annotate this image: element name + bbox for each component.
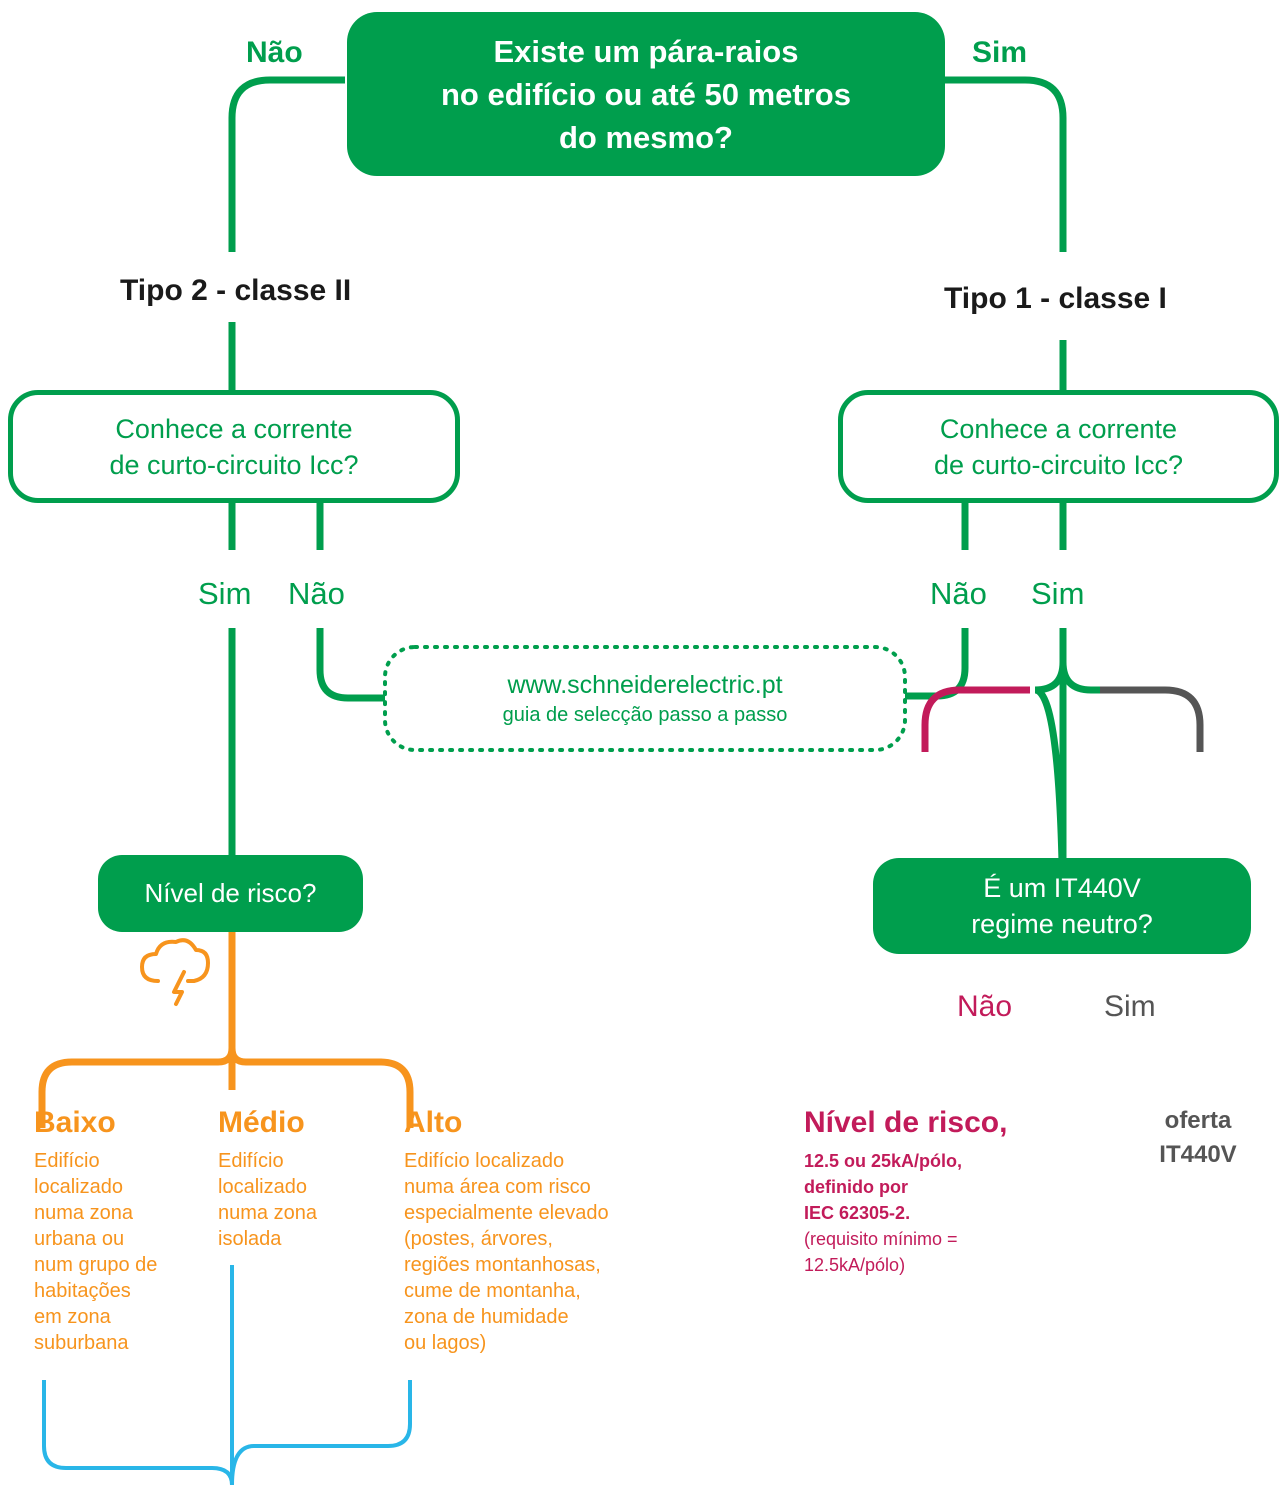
connector-blue-right [230,1380,412,1485]
connector-right-to-web [905,628,969,700]
connector-it-right [1059,661,1100,694]
risk-high: Alto Edifício localizado numa área com r… [404,1104,664,1356]
it-no-label: Não [957,990,1013,1023]
it-yes-label: Sim [1104,990,1156,1023]
right-no-label: Não [930,576,987,611]
website-box-border [383,645,907,752]
lightning-rod-question: Existe um pára-raios no edifício ou até … [347,12,945,176]
risk-result-note: (requisito mínimo = 12.5kA/pólo) [804,1229,958,1275]
left-icc-question-text: Conhece a corrente de curto-circuito Icc… [109,413,359,480]
right-yes-label: Sim [1031,576,1085,611]
risk-level-question: Nível de risco? [98,855,363,932]
top-yes-label: Sim [972,36,1028,69]
risk-medium: Médio Edifício localizado numa zona isol… [218,1104,378,1252]
connector-it-yes [1100,686,1204,752]
connector-top-right [945,76,1067,252]
left-yes-label: Sim [198,576,252,611]
right-icc-question: Conhece a corrente de curto-circuito Icc… [838,390,1279,503]
type-1-label: Tipo 1 - classe I [944,282,1167,315]
risk-result: Nível de risco, 12.5 ou 25kA/pólo, defin… [804,1104,1064,1278]
right-icc-question-text: Conhece a corrente de curto-circuito Icc… [933,413,1184,480]
type-2-label: Tipo 2 - classe II [120,274,352,307]
risk-low-description: Edifício localizado numa zona urbana ou … [34,1150,158,1354]
connector-risk-right [228,1047,414,1128]
connector-left-to-web [316,628,385,702]
risk-medium-description: Edifício localizado numa zona isolada [218,1150,317,1250]
website-link[interactable]: www.schneiderelectric.pt [507,670,783,699]
it440v-offer: oferta IT440V [1159,1107,1237,1168]
risk-high-label: Alto [404,1106,463,1139]
lightning-rod-question-text: Existe um pára-raios no edifício ou até … [441,33,851,155]
left-no-label: Não [288,576,345,611]
top-no-label: Não [246,36,303,69]
it440v-question: É um IT440V regime neutro? [873,858,1251,954]
risk-high-description: Edifício localizado numa área com risco … [404,1150,609,1354]
risk-low: Baixo Edifício localizado numa zona urba… [34,1104,204,1356]
connector-top-left [228,76,345,252]
risk-low-label: Baixo [34,1106,116,1139]
risk-level-question-text: Nível de risco? [144,878,317,908]
website-box: www.schneiderelectric.pt guia de selecçã… [385,647,905,750]
connector-it-no [921,686,1030,752]
risk-result-title: Nível de risco, [804,1106,1008,1139]
left-icc-question: Conhece a corrente de curto-circuito Icc… [8,390,460,503]
storm-icon [140,938,210,1006]
risk-medium-label: Médio [218,1106,305,1139]
connector-blue-left [42,1380,234,1485]
it440v-question-text: É um IT440V regime neutro? [971,873,1153,939]
website-caption: guia de selecção passo a passo [502,703,788,726]
risk-result-detail: 12.5 ou 25kA/pólo, definido por IEC 6230… [804,1151,963,1223]
